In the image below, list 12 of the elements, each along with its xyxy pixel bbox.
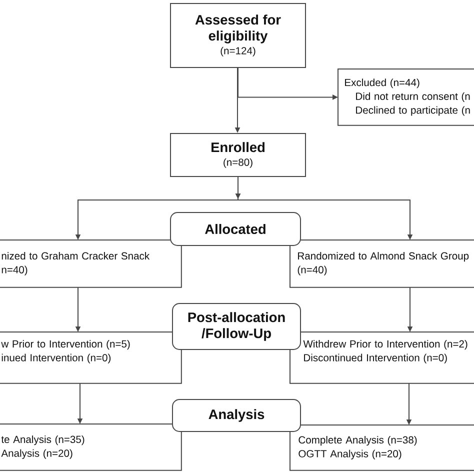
stage-box: Analysis	[172, 399, 301, 432]
stage-box: Allocated	[170, 212, 301, 246]
stage-box: Post-allocation /Follow-Up	[172, 303, 301, 350]
process-box: Randomized to Almond Snack Group (n=40)	[290, 240, 474, 288]
process-box: Complete Analysis (n=38) OGTT Analysis (n=20)	[290, 424, 474, 471]
process-box: te Analysis (n=35) Analysis (n=20)	[0, 424, 182, 471]
process-box: Withdrew Prior to Intervention (n=2) Discontinued Intervention (n=0)	[290, 332, 474, 384]
process-box: Assessed for eligibility (n=124)	[170, 3, 306, 68]
process-box: Excluded (n=44) Did not return consent (n Declined to participate (n	[338, 68, 474, 126]
process-box: Enrolled (n=80)	[170, 133, 306, 177]
process-box: nized to Graham Cracker Snack n=40)	[0, 240, 182, 288]
process-box: w Prior to Intervention (n=5) inued Intervention (n=0)	[0, 332, 182, 384]
